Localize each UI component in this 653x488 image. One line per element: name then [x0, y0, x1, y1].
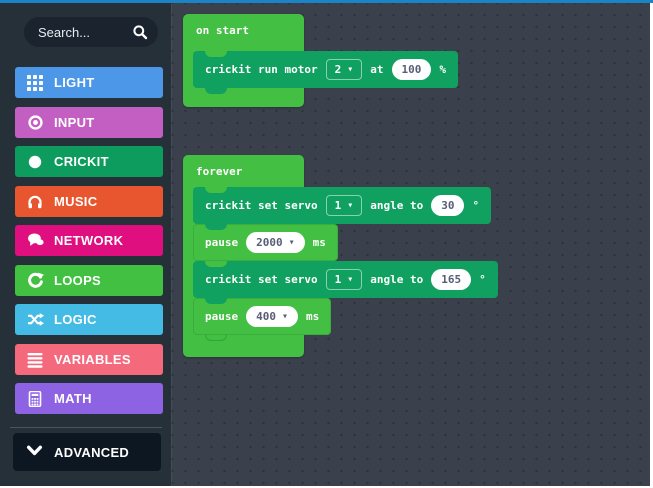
- motor-port-dropdown[interactable]: 2: [325, 59, 363, 80]
- toolbox-search: [24, 17, 158, 47]
- top-accent-bar: [0, 0, 653, 3]
- crickit-run-motor-block[interactable]: crickit run motor 2 at 100 %: [193, 51, 458, 88]
- sidebar-item-crickit[interactable]: CRICKIT: [15, 146, 163, 177]
- sidebar-item-logic[interactable]: LOGIC: [15, 304, 163, 335]
- dropdown-value: 2000: [256, 236, 283, 249]
- sidebar-item-network[interactable]: NETWORK: [15, 225, 163, 256]
- block-label: angle to: [370, 273, 424, 286]
- headphones-icon: [26, 193, 44, 211]
- circle-icon: [26, 153, 44, 171]
- sidebar-item-music[interactable]: MUSIC: [15, 186, 163, 217]
- grid-icon: [26, 74, 44, 92]
- page-edge-bottom: [0, 486, 653, 488]
- sidebar-item-loops[interactable]: LOOPS: [15, 265, 163, 296]
- block-notch: [205, 261, 227, 267]
- chevron-down-icon: [26, 442, 43, 462]
- pause-block-1[interactable]: pause 2000 ms: [193, 224, 338, 261]
- sidebar-item-math[interactable]: MATH: [15, 383, 163, 414]
- sidebar-item-input[interactable]: INPUT: [15, 107, 163, 138]
- sidebar-item-label: LIGHT: [54, 75, 95, 90]
- chat-bubble-icon: [26, 232, 44, 250]
- block-label: at: [370, 63, 384, 76]
- block-label: °: [479, 273, 486, 286]
- dropdown-value: 1: [334, 199, 342, 212]
- on-start-label: on start: [196, 24, 249, 37]
- sidebar-item-label: LOGIC: [54, 312, 97, 327]
- block-label: crickit set servo: [205, 199, 318, 212]
- block-label: pause: [205, 310, 239, 323]
- pause-duration-dropdown[interactable]: 2000: [246, 232, 305, 253]
- block-label: angle to: [370, 199, 424, 212]
- dropdown-value: 1: [334, 273, 342, 286]
- search-input[interactable]: [24, 17, 158, 47]
- sidebar-item-label: VARIABLES: [54, 352, 131, 367]
- block-label: °: [472, 199, 480, 212]
- sidebar-item-variables[interactable]: VARIABLES: [15, 344, 163, 375]
- motor-power-field[interactable]: 100: [391, 59, 432, 80]
- block-label: ms: [312, 236, 326, 249]
- record-icon: [26, 114, 44, 132]
- block-notch: [205, 298, 227, 304]
- shuffle-icon: [26, 311, 44, 329]
- dropdown-value: 400: [256, 310, 276, 323]
- pause-block-2[interactable]: pause 400 ms: [193, 298, 332, 335]
- forever-label: forever: [196, 165, 243, 178]
- dropdown-value: 2: [334, 63, 342, 76]
- page-edge-right: [650, 3, 653, 486]
- block-label: crickit set servo: [205, 273, 318, 286]
- block-notch: [205, 335, 227, 341]
- block-notch: [205, 51, 227, 57]
- block-notch: [205, 187, 227, 193]
- toolbox-divider: [10, 427, 162, 428]
- sidebar-item-light[interactable]: LIGHT: [15, 67, 163, 98]
- block-notch: [205, 88, 227, 94]
- calculator-icon: [26, 390, 44, 408]
- bars-icon: [26, 351, 44, 369]
- servo-port-dropdown[interactable]: 1: [325, 269, 363, 290]
- block-label: pause: [205, 236, 239, 249]
- sidebar-item-label: NETWORK: [54, 233, 124, 248]
- servo-angle-field[interactable]: 30: [431, 195, 465, 216]
- advanced-toggle[interactable]: ADVANCED: [13, 433, 161, 471]
- servo-angle-field[interactable]: 165: [431, 269, 472, 290]
- block-label: %: [439, 63, 446, 76]
- sidebar-item-label: CRICKIT: [54, 154, 109, 169]
- sidebar-item-label: LOOPS: [54, 273, 102, 288]
- crickit-set-servo-block-2[interactable]: crickit set servo 1 angle to 165 °: [193, 261, 498, 298]
- block-label: ms: [306, 310, 320, 323]
- toolbox-sidebar: LIGHT INPUT CRICKIT MUSIC NETWORK: [0, 3, 171, 486]
- pause-duration-dropdown[interactable]: 400: [246, 306, 299, 327]
- servo-port-dropdown[interactable]: 1: [325, 195, 363, 216]
- crickit-set-servo-block-1[interactable]: crickit set servo 1 angle to 30 °: [193, 187, 492, 224]
- block-notch: [205, 224, 227, 230]
- sidebar-item-label: MATH: [54, 391, 92, 406]
- block-label: crickit run motor: [205, 63, 318, 76]
- loop-arrow-icon: [26, 272, 44, 290]
- advanced-label: ADVANCED: [54, 444, 130, 460]
- sidebar-item-label: MUSIC: [54, 194, 98, 209]
- sidebar-item-label: INPUT: [54, 115, 95, 130]
